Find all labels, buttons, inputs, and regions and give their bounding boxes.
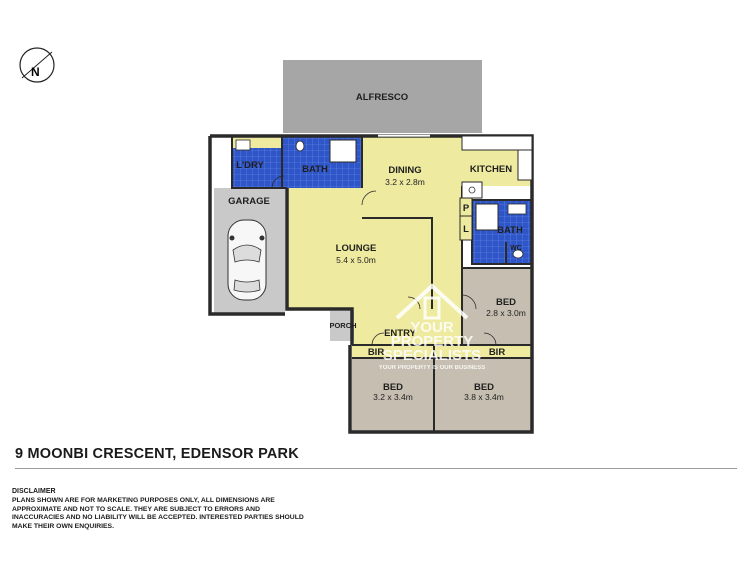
- laundry-label: L'DRY: [236, 160, 264, 171]
- bir-1-area: [352, 345, 434, 358]
- pantry-label: P: [463, 203, 470, 214]
- bed-2-label: BED: [383, 382, 403, 393]
- porch-area: [330, 311, 354, 341]
- watermark-line-2: PROPERTY: [391, 333, 474, 350]
- compass-label: N: [31, 65, 40, 79]
- disclaimer-title: DISCLAIMER: [12, 488, 56, 495]
- ensuite-bath-label: BATH: [497, 225, 523, 236]
- north-compass: N: [19, 47, 55, 83]
- dining-size: 3.2 x 2.8m: [385, 177, 425, 187]
- stove-icon: [461, 181, 483, 199]
- basin-icon: [507, 203, 527, 215]
- lounge-label: LOUNGE: [336, 243, 377, 254]
- main-bath-label: BATH: [302, 164, 328, 175]
- car-icon: [227, 219, 267, 301]
- linen-cupboard: [459, 215, 473, 241]
- bed-1-area: [462, 268, 532, 344]
- bed-2-size: 3.2 x 3.4m: [373, 392, 413, 402]
- wc-toilet-icon: [512, 249, 524, 259]
- shower-icon: [329, 139, 357, 163]
- property-address: 9 MOONBI CRESCENT, EDENSOR PARK: [15, 446, 299, 462]
- house-door-icon: [423, 296, 441, 320]
- bir-2-area: [434, 345, 533, 358]
- dining-label: DINING: [388, 165, 421, 176]
- watermark-line-3: SPECIALISTS: [383, 347, 481, 364]
- bed-3-area: [434, 358, 533, 432]
- wc-label: WC: [510, 245, 522, 252]
- alfresco-label: ALFRESCO: [356, 92, 408, 103]
- bir-1-label: BIR: [368, 347, 385, 358]
- bed-3-label: BED: [474, 382, 494, 393]
- kitchen-bench: [461, 135, 533, 151]
- kitchen-label: KITCHEN: [470, 164, 512, 175]
- compass-needle: [21, 51, 53, 79]
- kitchen-bench-side: [517, 149, 533, 181]
- alfresco-area: [283, 60, 482, 133]
- linen-label: L: [463, 224, 469, 235]
- bir-2-label: BIR: [489, 347, 506, 358]
- bed-1-label: BED: [496, 297, 516, 308]
- bed-1-size: 2.8 x 3.0m: [486, 308, 526, 318]
- disclaimer-text: PLANS SHOWN ARE FOR MARKETING PURPOSES O…: [12, 497, 304, 530]
- floor-plan: N ALFRESCO GARAGE: [19, 47, 534, 434]
- divider: [15, 468, 737, 469]
- toilet-icon: [295, 140, 305, 152]
- house-roof-icon: [395, 283, 469, 320]
- ensuite-shower-icon: [475, 203, 499, 231]
- laundry-tub-icon: [235, 139, 251, 151]
- garage-label: GARAGE: [228, 196, 270, 207]
- watermark-line-1: YOUR: [410, 319, 454, 336]
- wc-passage-area: [472, 242, 506, 264]
- porch-label: PORCH: [329, 321, 356, 330]
- bed-3-size: 3.8 x 3.4m: [464, 392, 504, 402]
- entry-label: ENTRY: [384, 328, 417, 339]
- interior-walls: [231, 136, 533, 432]
- stove-burner-icon: [468, 186, 476, 194]
- lounge-size: 5.4 x 5.0m: [336, 255, 376, 265]
- living-zone: [232, 136, 532, 345]
- bed-2-area: [352, 358, 434, 432]
- watermark-logo: YOUR PROPERTY SPECIALISTS YOUR PROPERTY …: [379, 283, 486, 371]
- watermark-tagline: YOUR PROPERTY IS OUR BUSINESS: [379, 365, 486, 371]
